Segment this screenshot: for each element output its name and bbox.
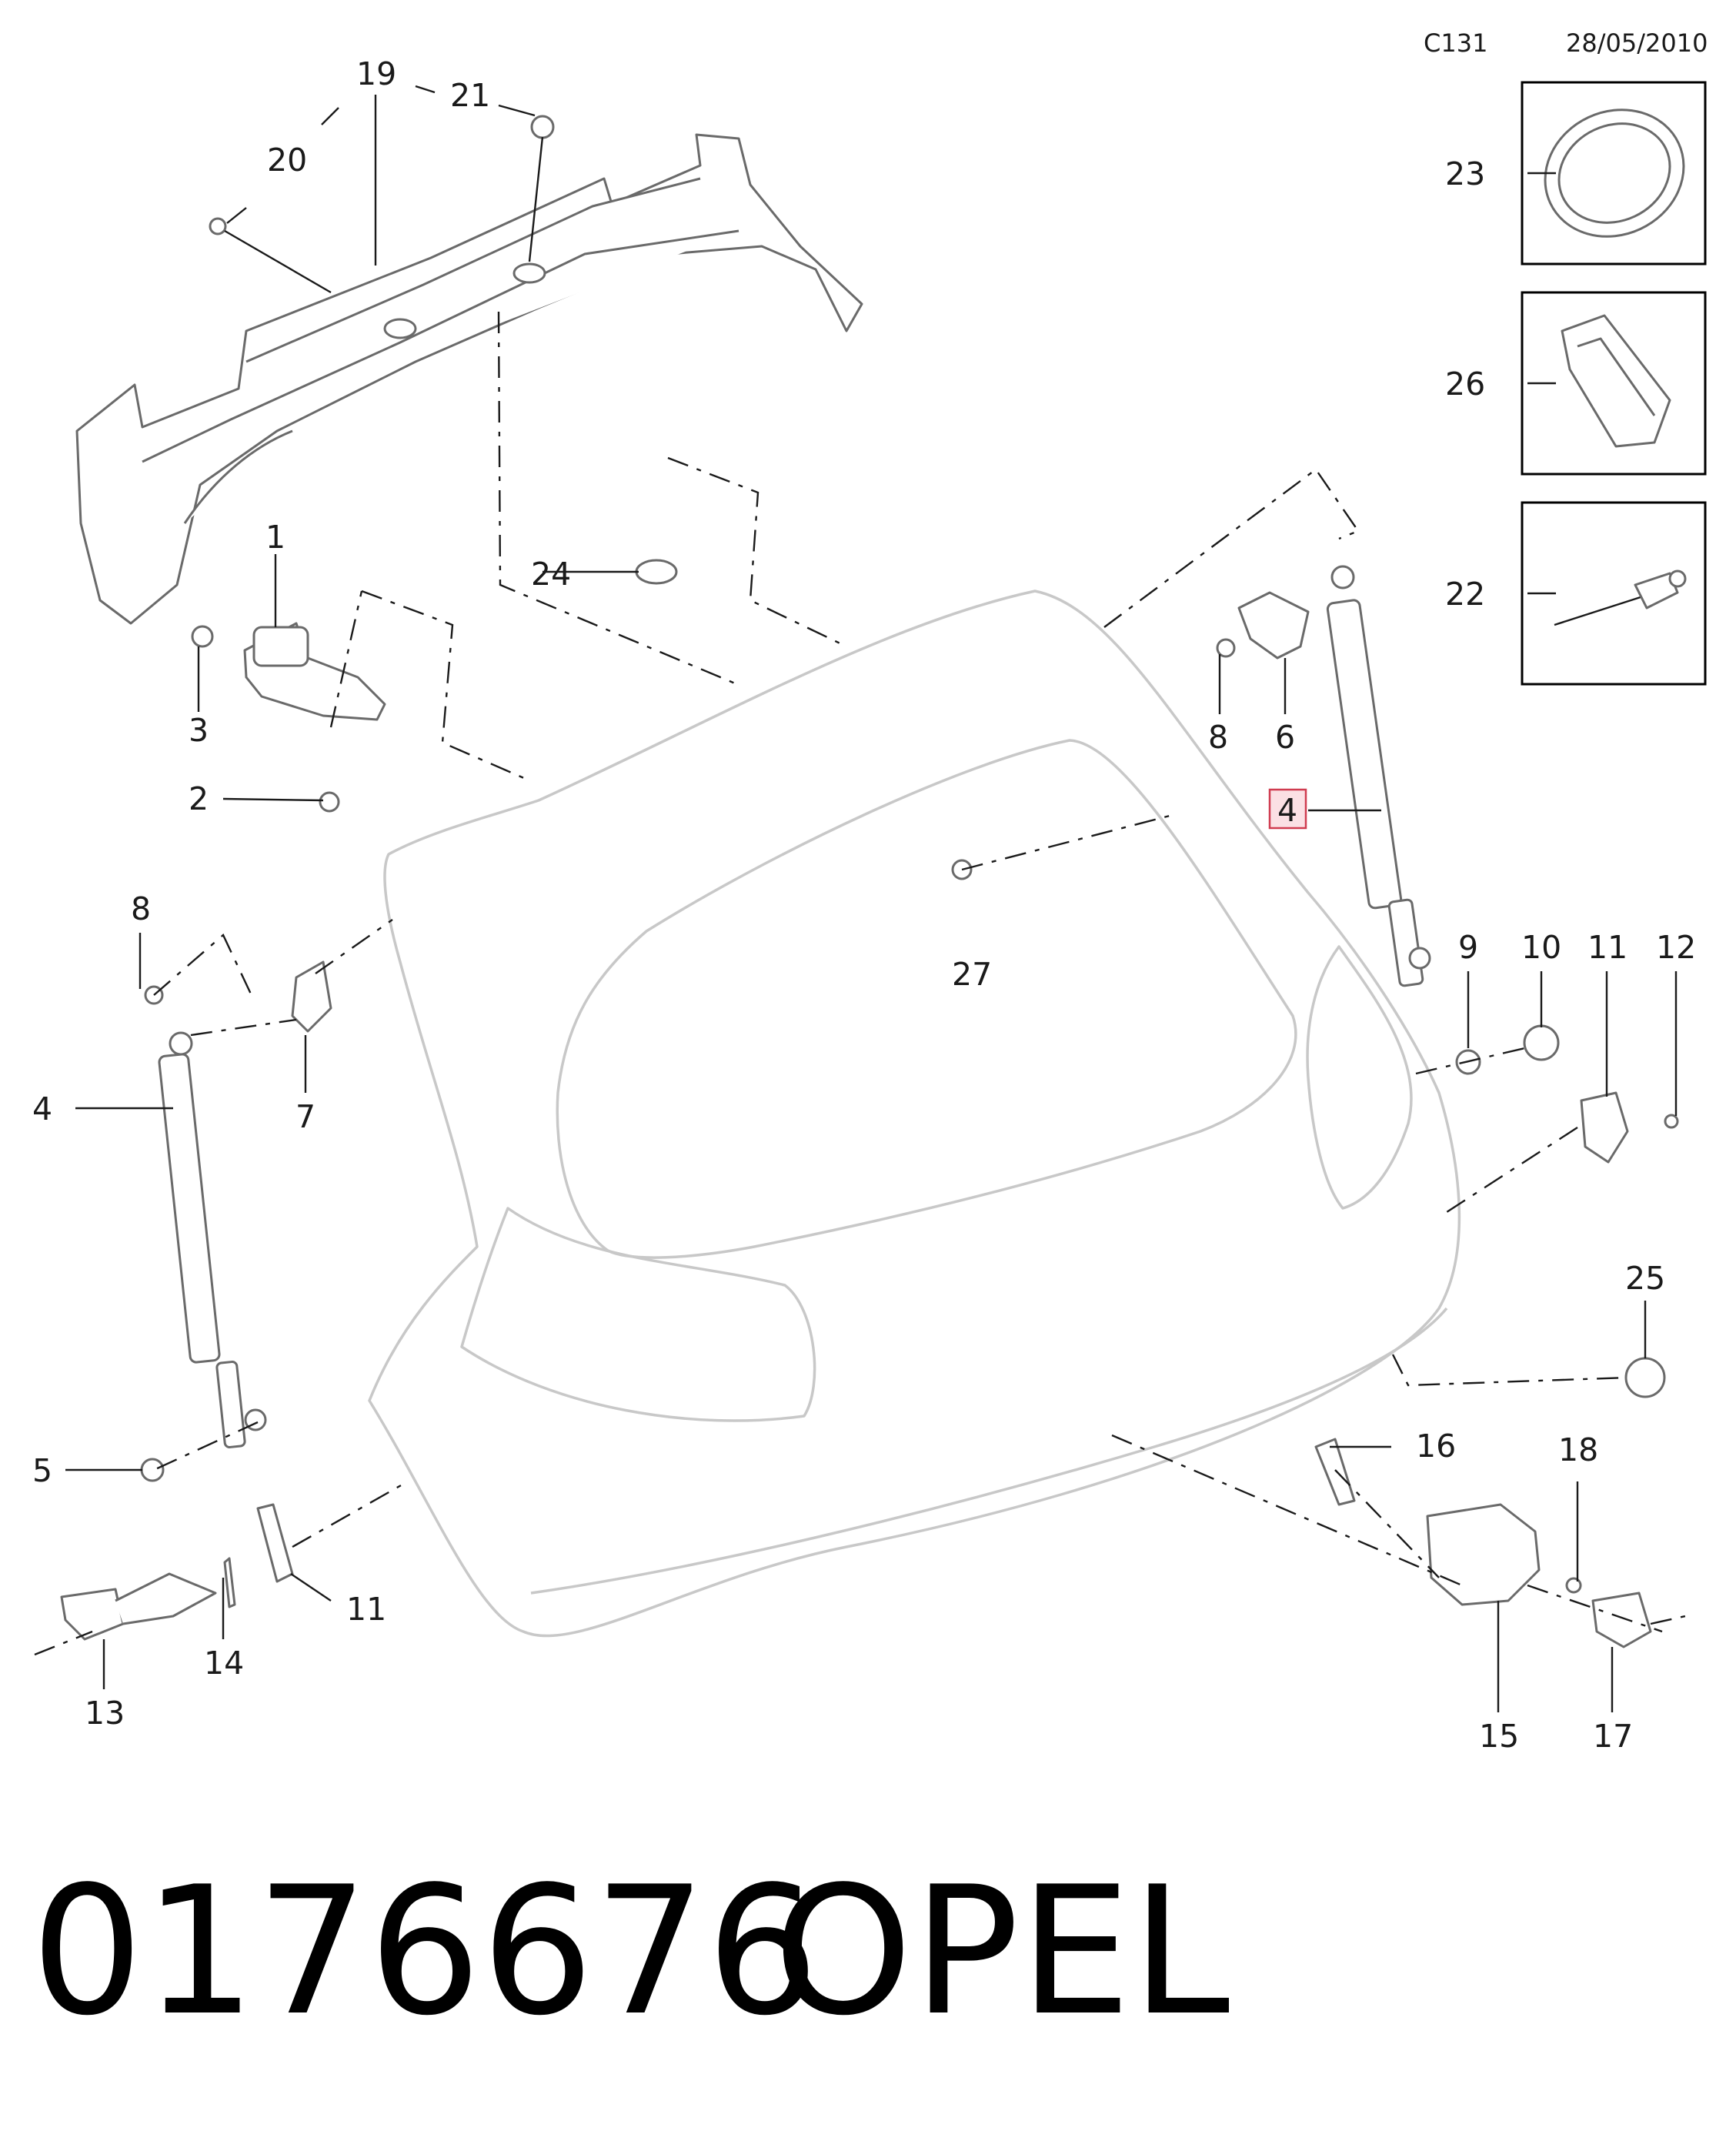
callout-2: 2 <box>189 780 209 817</box>
callout-9: 9 <box>1458 929 1478 966</box>
latch-assembly <box>1426 1503 1652 1648</box>
callout-4-highlight-box <box>1268 788 1307 830</box>
callout-22: 22 <box>1445 576 1485 613</box>
callout-13: 13 <box>85 1695 125 1732</box>
callout-14: 14 <box>204 1645 244 1682</box>
bracket-upper-right <box>1237 591 1310 660</box>
leader-lines <box>65 85 1678 1712</box>
callout-4-right: 4 <box>1277 792 1297 829</box>
callout-7: 7 <box>295 1098 315 1135</box>
hardware-bits <box>140 115 1679 1608</box>
callout-23: 23 <box>1445 155 1485 192</box>
callout-10: 10 <box>1521 929 1561 966</box>
callout-labels: 1 2 3 4 4 5 6 7 8 8 9 10 11 12 11 13 14 … <box>32 55 1696 1755</box>
callout-11-right: 11 <box>1587 929 1627 966</box>
inset-box-23 <box>1521 81 1707 266</box>
gas-strut-left <box>158 1031 267 1448</box>
callout-16: 16 <box>1416 1428 1456 1465</box>
callout-6: 6 <box>1275 719 1295 756</box>
dashed-leader-lines <box>34 311 1686 1656</box>
callout-8-right: 8 <box>1208 719 1228 756</box>
gas-strut-right <box>1326 565 1431 987</box>
callout-17: 17 <box>1593 1718 1633 1755</box>
callout-4-left: 4 <box>32 1091 52 1127</box>
callout-20: 20 <box>267 142 307 179</box>
callout-1: 1 <box>265 519 285 556</box>
callout-27: 27 <box>952 956 992 993</box>
callout-19: 19 <box>356 55 396 92</box>
callout-15: 15 <box>1479 1718 1519 1755</box>
callout-5: 5 <box>32 1452 52 1489</box>
callout-11-left: 11 <box>346 1591 386 1628</box>
callout-3: 3 <box>189 712 209 749</box>
spoiler-trim-part <box>75 133 863 625</box>
callout-24: 24 <box>531 556 571 593</box>
part-number: 0176676 <box>31 1849 819 2055</box>
callout-26: 26 <box>1445 366 1485 402</box>
cable-handle-part <box>60 1572 217 1641</box>
bracket-lower-left <box>291 960 332 1033</box>
callout-18: 18 <box>1558 1431 1598 1468</box>
tailgate-body <box>368 590 1461 1638</box>
callout-12: 12 <box>1656 929 1696 966</box>
callout-25: 25 <box>1625 1260 1665 1297</box>
callout-21: 21 <box>450 77 490 114</box>
diagram-date: 28/05/2010 <box>1566 28 1708 58</box>
callout-8-left: 8 <box>131 890 151 927</box>
hinge-part <box>243 622 386 721</box>
brand-name: OPEL <box>773 1849 1230 2055</box>
diagram-code: C131 <box>1424 28 1487 58</box>
